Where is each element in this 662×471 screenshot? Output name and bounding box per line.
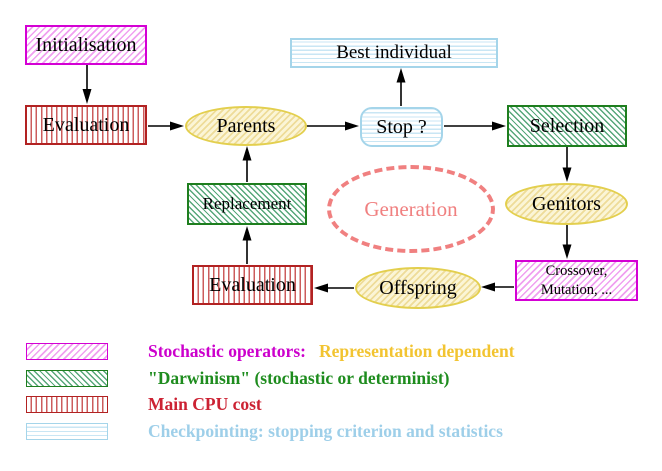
legend-label-darwinism: "Darwinism" (stochastic or determinist): [148, 367, 450, 388]
legend-row-darwinism: "Darwinism" (stochastic or determinist): [26, 367, 515, 388]
legend-label-stochastic-operators: Stochastic operators:: [148, 341, 306, 361]
cyan-horizontal-hatch-swatch: [26, 422, 108, 440]
generation-dashed-ellipse: Generation: [327, 165, 495, 253]
node-offspring: Offspring: [355, 267, 481, 309]
node-stop: Stop ?: [360, 107, 443, 147]
legend-label-checkpointing: Checkpointing: stopping criterion and st…: [148, 420, 503, 441]
node-best-individual: Best individual: [290, 38, 498, 68]
node-evaluation-top: Evaluation: [25, 105, 147, 145]
node-replacement: Replacement: [187, 183, 307, 225]
legend-row-stochastic-operators: Stochastic operators: Representation depe…: [26, 341, 515, 361]
legend: Stochastic operators: Representation depe…: [26, 341, 515, 449]
magenta-diagonal-hatch-swatch: [26, 343, 108, 360]
node-initialisation: Initialisation: [25, 25, 147, 65]
node-parents: Parents: [185, 106, 307, 146]
legend-label-main-cpu-cost: Main CPU cost: [148, 394, 262, 414]
node-crossover-mutation: Crossover, Mutation, ...: [515, 260, 638, 301]
node-selection: Selection: [507, 105, 627, 147]
green-diagonal-hatch-swatch: [26, 369, 108, 387]
crossover-label: Crossover, Mutation, ...: [540, 263, 613, 298]
red-vertical-hatch-swatch: [26, 396, 108, 413]
legend-row-checkpointing: Checkpointing: stopping criterion and st…: [26, 420, 515, 441]
node-genitors: Genitors: [505, 183, 628, 225]
legend-row-main-cpu-cost: Main CPU cost: [26, 394, 515, 414]
node-evaluation-bottom: Evaluation: [192, 265, 313, 305]
legend-label-representation-dependent: Representation dependent: [318, 341, 515, 361]
